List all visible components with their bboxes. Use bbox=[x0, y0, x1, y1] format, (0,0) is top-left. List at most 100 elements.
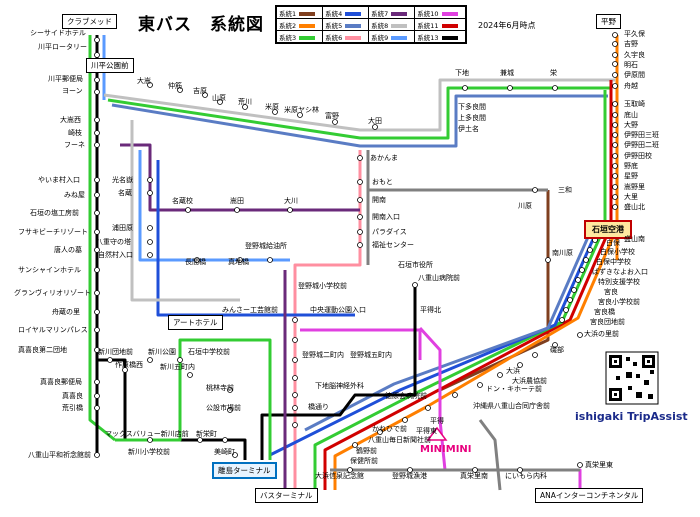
stop-label: 大嵩西 bbox=[60, 116, 81, 124]
stop-label: 開南入口 bbox=[372, 213, 400, 221]
route-line-3-north bbox=[107, 86, 612, 140]
stop-label: 底山 bbox=[624, 111, 638, 119]
stop-label: 登野城五町内 bbox=[350, 351, 392, 359]
stop-label: 野底 bbox=[624, 162, 638, 170]
stop-label: 石垣中学校前 bbox=[188, 348, 230, 356]
stop-label: 新川団地前 bbox=[98, 348, 133, 356]
stop-label: にいもら内科 bbox=[505, 472, 547, 480]
route-line-7 bbox=[120, 143, 360, 212]
stop-label: 真栄里東 bbox=[585, 461, 613, 469]
stop-label: 光名嶽 bbox=[112, 176, 133, 184]
stop-label: 崎枝 bbox=[68, 129, 82, 137]
stop-label: ヨーン bbox=[62, 87, 83, 95]
route-line-8-north bbox=[103, 78, 615, 132]
stop-label: 八重山平和祈念館前 bbox=[28, 451, 91, 459]
stop-label: 山原 bbox=[212, 94, 226, 102]
stop-label: 荒引橋 bbox=[62, 404, 83, 412]
stop-label: 三和 bbox=[558, 186, 572, 194]
stop-label: 新川公園 bbox=[148, 348, 176, 356]
stop-label: 浦田原 bbox=[112, 224, 133, 232]
route-line-3 bbox=[88, 35, 116, 442]
stop-label: ドン・キホーテ前 bbox=[486, 385, 542, 393]
legend: 系統1 系統4 系統7 系統10 系統2 系統5 系統8 系統11 系統3 系統… bbox=[275, 5, 467, 44]
stop-label: 徳原会病院前 bbox=[385, 392, 427, 400]
stop-label: 米原ヤシ林 bbox=[284, 106, 319, 114]
stop-label: 中央運動公園入口 bbox=[310, 306, 366, 314]
stop-label: 平得北 bbox=[420, 306, 441, 314]
stop-kawahira-park: 川平公園前 bbox=[86, 58, 134, 73]
stop-label: 真喜良郵便局 bbox=[40, 378, 82, 386]
stop-label: 作原橋西 bbox=[115, 361, 143, 369]
stop-label: 大浜 bbox=[506, 367, 520, 375]
stop-label: 桃林寺前 bbox=[206, 384, 234, 392]
stop-label: 吉原 bbox=[193, 87, 207, 95]
legend-item: 系統6 bbox=[322, 30, 370, 43]
stop-label: 栄 bbox=[550, 69, 557, 77]
stop-label: 富野 bbox=[325, 112, 339, 120]
stop-label: 福祉センター bbox=[372, 241, 414, 249]
stop-label: 大嵩 bbox=[137, 77, 151, 85]
stop-label: 川原 bbox=[518, 202, 532, 210]
stop-label: 米原 bbox=[265, 103, 279, 111]
legend-item: 系統10 bbox=[414, 6, 466, 19]
stop-label: 宮良橋 bbox=[594, 308, 615, 316]
stop-label: 真地橋 bbox=[228, 258, 249, 266]
stop-label: 特別支援学校 bbox=[598, 278, 640, 286]
stop-label: シーサイドホテル bbox=[30, 29, 86, 37]
stop-label: 登野城二町内 bbox=[302, 351, 344, 359]
stop-label: 白保中学校 bbox=[596, 258, 631, 266]
stop-label: 上多良間 bbox=[458, 114, 486, 122]
stop-label: 嵩田 bbox=[230, 197, 244, 205]
route-line-4-west bbox=[156, 160, 355, 317]
stop-label: かねひで前 bbox=[372, 425, 407, 433]
stop-label: 盛山北 bbox=[624, 203, 645, 211]
stop-label: 長間橋 bbox=[185, 258, 206, 266]
stop-ana: ANAインターコンチネンタル bbox=[535, 488, 644, 503]
route-line-1 bbox=[439, 190, 550, 392]
stop-bus-terminal: バスターミナル bbox=[255, 488, 318, 503]
stop-label: 伊原間 bbox=[624, 71, 645, 79]
stop-label: ぱずきなよお入口 bbox=[592, 268, 648, 276]
stop-label: 宮良小学校前 bbox=[598, 298, 640, 306]
stop-label: 舟越 bbox=[624, 82, 638, 90]
stop-label: みね屋 bbox=[64, 191, 85, 199]
stop-label: 白保小学校 bbox=[600, 248, 635, 256]
stop-label: 伊土名 bbox=[458, 125, 479, 133]
legend-item: 系統1 bbox=[275, 6, 324, 19]
minimini-arrow bbox=[426, 426, 448, 441]
route-line-4-diag bbox=[269, 227, 600, 457]
stop-label: 名蔵校 bbox=[172, 197, 193, 205]
stop-label: 下地脳神経外科 bbox=[315, 382, 364, 390]
stop-dots bbox=[94, 32, 618, 473]
route-line-11-diag bbox=[323, 227, 612, 490]
stop-label: 真喜良 bbox=[62, 392, 83, 400]
stop-label: 新栄町 bbox=[196, 430, 217, 438]
stop-hirano: 平野 bbox=[596, 14, 621, 29]
map-title: 東バス 系統図 bbox=[138, 15, 264, 35]
stop-label: 石垣市役所 bbox=[398, 261, 433, 269]
minimini-logo: MINIMINI bbox=[420, 444, 472, 455]
route-line-10b bbox=[300, 328, 422, 360]
route-line-10 bbox=[418, 326, 582, 490]
stop-label: 登野城給油所 bbox=[245, 242, 287, 250]
stop-label: 宮良団地前 bbox=[590, 318, 625, 326]
stop-label: 大野 bbox=[624, 121, 638, 129]
stop-label: みんさー工芸館前 bbox=[222, 306, 278, 314]
stop-label: 川平ロータリー bbox=[38, 43, 87, 51]
stop-label: 大浜信泉記念館 bbox=[315, 472, 364, 480]
stop-label: 兼城 bbox=[500, 69, 514, 77]
legend-item: 系統13 bbox=[414, 30, 466, 43]
stop-label: 新川小学校前 bbox=[128, 448, 170, 456]
stop-label: 大浜の里前 bbox=[584, 330, 619, 338]
legend-item: 系統9 bbox=[368, 30, 416, 43]
stop-label: 石垣の塩工房前 bbox=[30, 209, 79, 217]
route-line-3-city bbox=[115, 338, 272, 460]
stop-label: マックスバリュー新川店前 bbox=[105, 430, 189, 438]
stop-label: 嵩野里 bbox=[624, 183, 645, 191]
stop-label: 下地 bbox=[455, 69, 469, 77]
stop-label: 南川原 bbox=[552, 249, 573, 257]
stop-label: やいま村入口 bbox=[38, 176, 80, 184]
stop-label: 保健所前 bbox=[350, 457, 378, 465]
legend-item: 系統8 bbox=[368, 18, 416, 31]
